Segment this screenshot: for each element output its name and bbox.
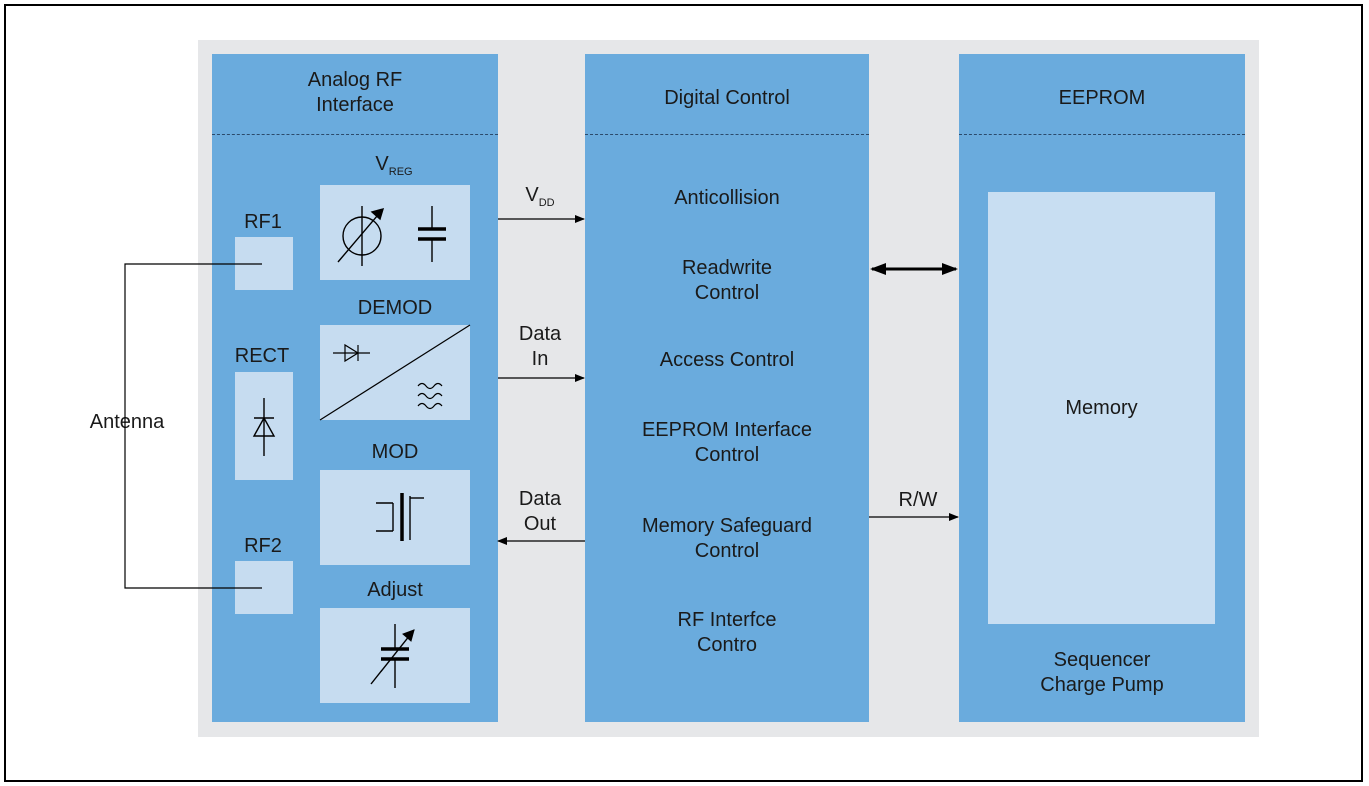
vdd-main: V: [525, 184, 539, 206]
ctl-line: Access Control: [659, 349, 795, 371]
antenna-label: Antenna: [89, 411, 165, 433]
ctl-line: Readwrite: [681, 257, 773, 279]
data-out-line: Data: [518, 488, 562, 510]
analog-rf-title: Analog RF Interface: [212, 68, 498, 118]
ctl-line: Control: [694, 540, 760, 562]
rectifier-icon: [252, 398, 276, 456]
variable-resistor-icon: [337, 206, 385, 266]
mod-block: [320, 470, 470, 565]
ctl-line: Contro: [696, 634, 758, 656]
variable-capacitor-icon: [370, 624, 415, 688]
rf2-label: RF2: [244, 535, 282, 557]
ctl-line: EEPROM Interface: [641, 419, 813, 441]
vdd-sub: DD: [538, 197, 555, 209]
antenna-wire: [124, 263, 262, 589]
footer-line: Sequencer: [1053, 649, 1151, 671]
modulator-icon: [376, 493, 424, 541]
data-out-line: Out: [523, 513, 557, 535]
analog-title-line1: Analog RF: [307, 69, 403, 91]
digital-divider: [585, 134, 869, 135]
ctl-line: Control: [694, 282, 760, 304]
analog-title-line2: Interface: [316, 94, 394, 116]
eeprom-divider: [959, 134, 1245, 135]
footer-line: Charge Pump: [1040, 674, 1164, 696]
data-in-line: In: [531, 348, 549, 370]
eeprom-footer: Sequencer Charge Pump: [959, 648, 1245, 698]
ctl-access: Access Control: [585, 348, 869, 373]
eeprom-panel: EEPROM Memory Sequencer Charge Pump: [959, 54, 1245, 722]
data-out-label: Data Out: [510, 487, 570, 537]
vreg-sub: REG: [388, 166, 413, 178]
ctl-line: Memory Safeguard: [641, 515, 813, 537]
ctl-line: RF Interfce: [677, 609, 777, 631]
rf1-label: RF1: [244, 211, 282, 233]
vdd-label: VDD: [510, 183, 570, 216]
demodulator-icon: [319, 324, 471, 421]
adjust-label: Adjust: [367, 579, 423, 601]
demod-label: DEMOD: [357, 297, 433, 319]
data-in-label: Data In: [510, 322, 570, 372]
vreg-block: [320, 185, 470, 280]
ctl-line: Anticollision: [674, 187, 780, 209]
data-in-line: Data: [518, 323, 562, 345]
rect-label: RECT: [234, 345, 290, 367]
memory-label: Memory: [1065, 397, 1138, 419]
vreg-main: V: [375, 153, 389, 175]
memory-block: Memory: [988, 192, 1215, 624]
rw-label: R/W: [898, 489, 938, 511]
capacitor-icon: [418, 206, 446, 262]
analog-divider: [212, 134, 498, 135]
digital-control-title: Digital Control: [664, 87, 790, 109]
mod-label: MOD: [371, 441, 419, 463]
ctl-line: Control: [694, 444, 760, 466]
ctl-anticollision: Anticollision: [585, 186, 869, 211]
eeprom-title: EEPROM: [1058, 87, 1146, 109]
vreg-label: VREG: [374, 152, 414, 185]
